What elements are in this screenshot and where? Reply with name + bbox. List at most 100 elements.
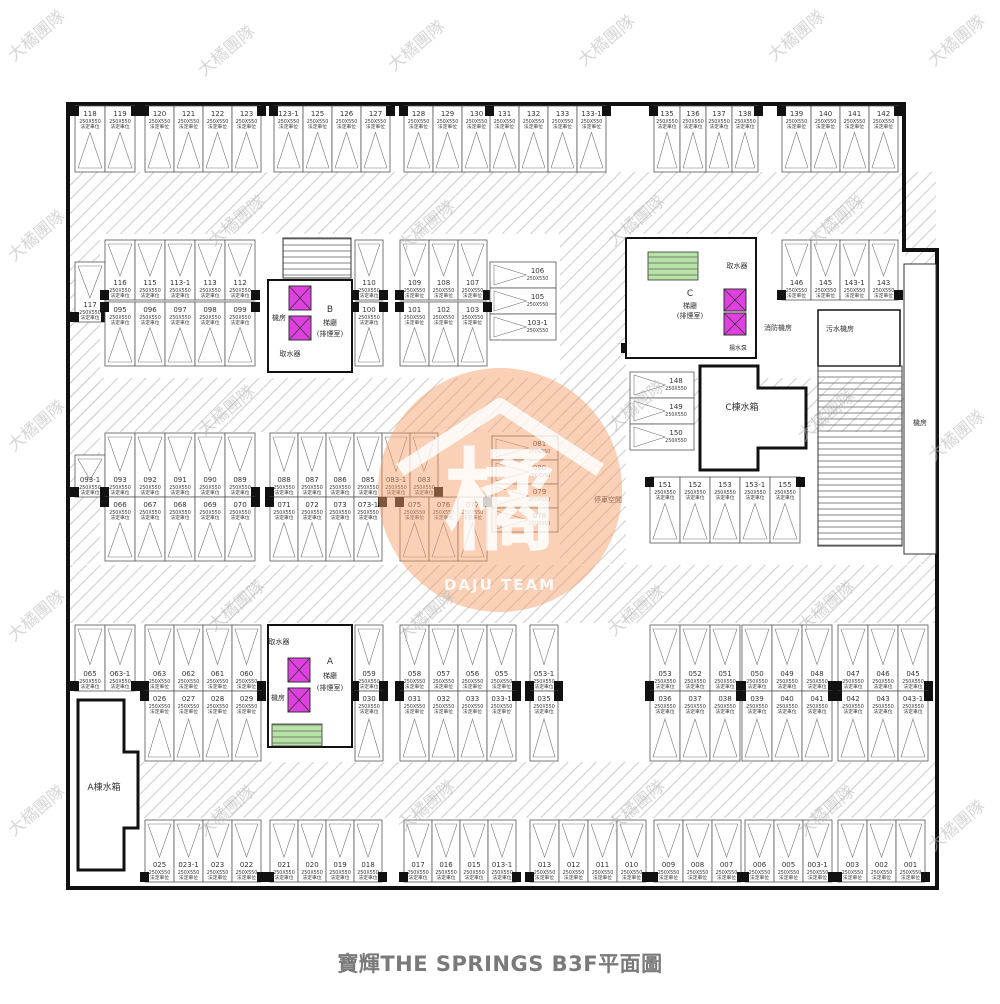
spot-size: 250X550 (149, 704, 171, 710)
spot-outline (399, 690, 430, 762)
spot-type: 法定車位 (80, 489, 99, 496)
spot-size: 250X550 (786, 119, 808, 125)
spot-size: 250X550 (79, 679, 101, 685)
spot-outline (144, 819, 175, 883)
column (100, 290, 109, 300)
elevator-cross (287, 687, 311, 713)
spot-marker (776, 823, 801, 859)
spot-type: 法定車位 (901, 874, 920, 881)
spot-number: 083-1 (386, 476, 406, 484)
spot-marker (633, 374, 667, 396)
spot-type: 法定車位 (524, 123, 543, 130)
spot-marker (137, 243, 163, 277)
column (777, 290, 786, 300)
spot-number: 126 (340, 110, 354, 118)
spot-outline (74, 105, 106, 173)
spot-marker (492, 131, 517, 169)
spot-outline (403, 105, 434, 173)
spot-number: 140 (819, 110, 832, 118)
spot-type: 法定車位 (807, 683, 826, 690)
spot-type: 法定車位 (140, 292, 159, 299)
spot-number: 043-1 (903, 695, 923, 703)
spot-number: 011 (596, 861, 609, 869)
column (70, 487, 79, 497)
column (379, 302, 388, 312)
spot-marker (871, 243, 896, 277)
column (642, 872, 651, 882)
spot-size: 250X550 (873, 119, 895, 125)
spot-row: 053250X550法定車位052250X550法定車位051250X550法定… (645, 624, 745, 692)
spot-outline (739, 476, 771, 544)
spot-marker (431, 243, 456, 277)
spot-type: 法定車位 (110, 489, 129, 496)
spot-outline (711, 819, 742, 883)
column (395, 681, 404, 691)
column (70, 312, 79, 322)
spot-type: 法定車位 (745, 494, 764, 501)
spot-outline (231, 690, 262, 762)
spot-marker (633, 426, 667, 448)
spot-number: 038 (718, 695, 731, 703)
spot-outline (629, 423, 695, 451)
booster-pump: 揚水泵 (729, 344, 747, 352)
spot-number: 017 (411, 861, 424, 869)
spot-outline (144, 105, 175, 173)
spot-size: 250X550 (139, 510, 161, 516)
spot-outline (173, 624, 204, 692)
spot-marker (747, 823, 772, 859)
spot-outline (649, 690, 681, 762)
spot-size: 250X550 (734, 119, 756, 125)
spot-outline (529, 690, 559, 762)
spot-size: 250X550 (462, 288, 484, 294)
spot-type: 法定車位 (414, 489, 433, 496)
spot-size: 250X550 (229, 510, 251, 516)
spot-size: 250X550 (178, 870, 200, 876)
logo-circle (378, 368, 622, 612)
spot-marker (402, 628, 427, 666)
spot-outline (360, 105, 391, 173)
spot-size: 250X550 (199, 510, 221, 516)
spot-marker (402, 243, 427, 277)
spot-size: 250X550 (708, 119, 730, 125)
spot-number: 058 (408, 670, 421, 678)
spot-size: 250X550 (336, 119, 358, 125)
driveway (140, 762, 936, 818)
spot-size: 250X550 (229, 485, 251, 491)
spot-size: 250X550 (79, 119, 101, 125)
spot-number: 139 (790, 110, 803, 118)
spot-outline (428, 690, 459, 762)
elevator (723, 288, 747, 312)
spot-type: 法定車位 (110, 292, 129, 299)
spot-row: 031250X550法定車位032250X550法定車位033250X550法定… (395, 690, 521, 762)
spot-number: 115 (143, 279, 156, 287)
spot-row: 017250X550法定車位016250X550法定車位015250X550法定… (399, 819, 521, 883)
watermark-text: 大橘團隊 (4, 782, 69, 841)
spot-marker (406, 823, 430, 859)
spot-number: 117 (83, 301, 96, 309)
spot-number: 007 (720, 861, 733, 869)
spot-type: 法定車位 (553, 123, 572, 130)
spot-marker (384, 436, 408, 473)
spot-outline (491, 459, 559, 485)
spot-marker (300, 823, 324, 859)
spot-marker (205, 823, 230, 859)
spot-row: 009250X550法定車位008250X550法定車位007250X550法定… (649, 819, 746, 883)
